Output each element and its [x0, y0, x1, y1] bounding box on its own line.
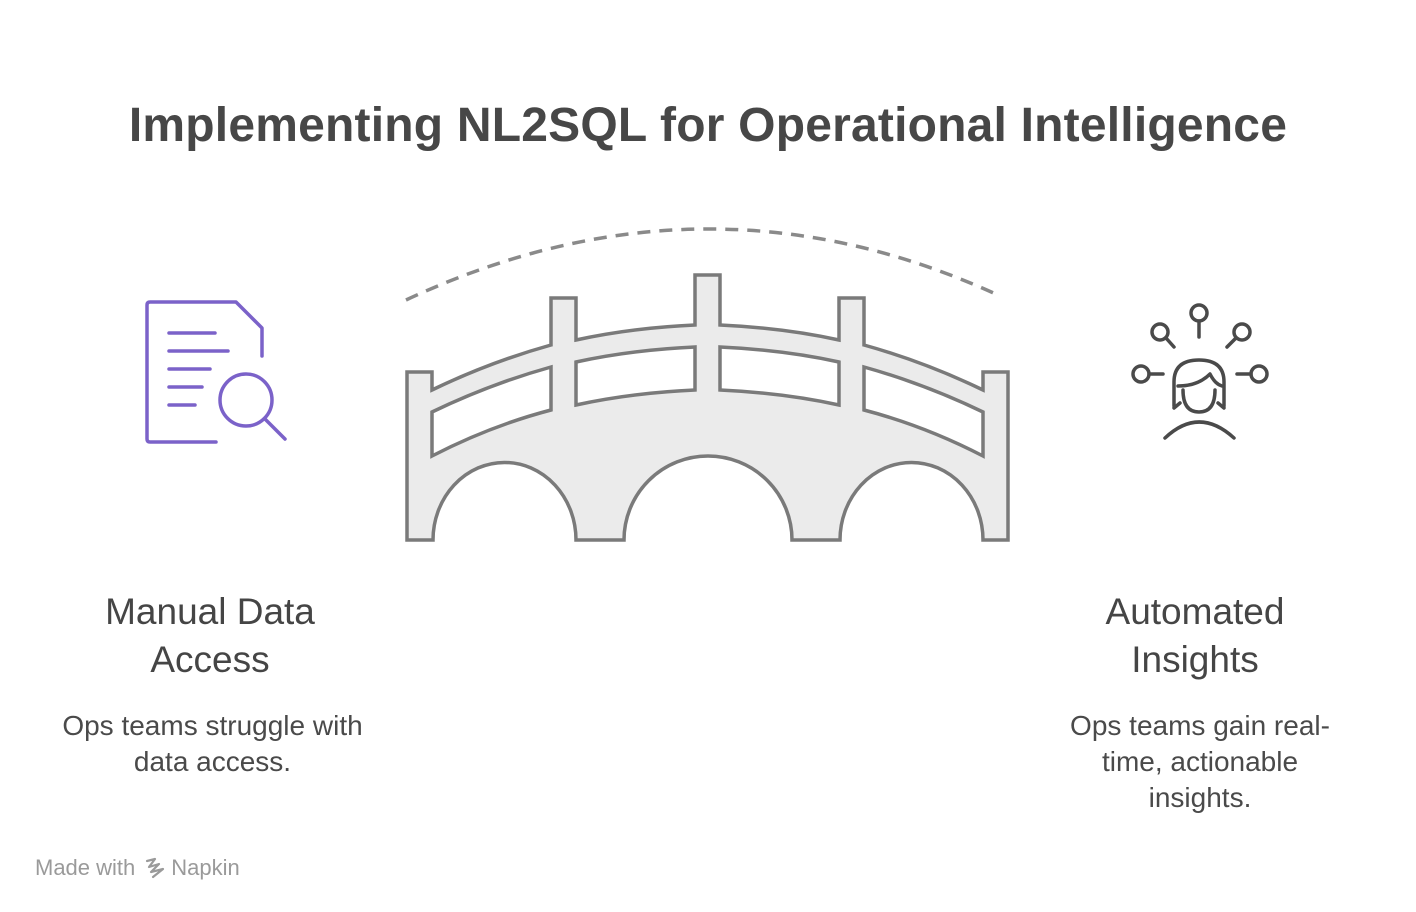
bridge-rail-window	[718, 345, 841, 408]
napkin-logo-icon	[146, 857, 165, 879]
right-description: Ops teams gain real-time, actionable ins…	[1070, 710, 1330, 813]
made-with-footer[interactable]: Made with Napkin	[35, 852, 240, 884]
bridge-rail-window	[862, 364, 985, 459]
bridge-arc-dashed	[405, 227, 1001, 302]
document-search-icon	[145, 300, 287, 444]
left-heading: Manual Data Access	[105, 591, 315, 680]
bridge-body	[405, 273, 1010, 542]
person-ideas-icon	[1131, 303, 1269, 440]
left-description: Ops teams struggle with data access.	[62, 710, 363, 777]
made-with-label: Made with	[35, 855, 136, 880]
right-heading: Automated Insights	[1105, 591, 1285, 680]
bridge-icon	[405, 227, 1010, 542]
bridge-rail-window	[574, 345, 697, 408]
bridge-rail-window	[430, 364, 553, 459]
napkin-brand-label: Napkin	[171, 855, 240, 880]
page-title: Implementing NL2SQL for Operational Inte…	[128, 99, 1288, 152]
